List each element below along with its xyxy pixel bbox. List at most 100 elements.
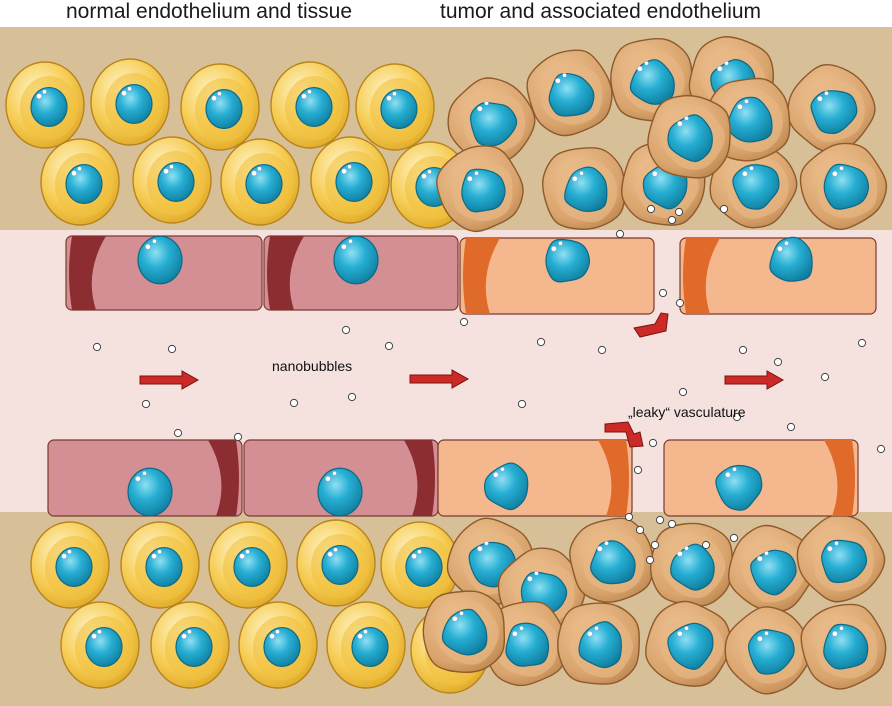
endothelial-cell: [679, 236, 877, 315]
normal-cell: [380, 521, 460, 609]
tumor-cell: [447, 77, 536, 166]
tumor-cell: [649, 522, 733, 607]
nucleolus: [466, 175, 473, 182]
normal-cell: [326, 601, 406, 689]
nucleolus: [144, 243, 151, 250]
nucleolus: [163, 168, 169, 175]
nucleolus: [534, 570, 539, 576]
endothelial-cell: [663, 439, 859, 517]
flow-arrow: [139, 370, 200, 390]
nucleolus: [451, 615, 458, 622]
nucleolus: [839, 166, 844, 171]
flow-arrow: [409, 369, 470, 389]
nucleolus: [744, 99, 749, 104]
nucleolus: [512, 630, 518, 637]
nucleolus: [427, 169, 432, 174]
nucleolus: [67, 549, 72, 555]
nucleus: [380, 88, 418, 130]
nucleolus: [474, 171, 479, 176]
nucleolus: [151, 553, 157, 560]
nucleolus: [386, 95, 392, 102]
nucleolus: [652, 170, 658, 177]
nucleus: [750, 549, 797, 596]
normal-cell: [40, 138, 120, 226]
nucleus: [233, 546, 271, 588]
nucleolus: [417, 549, 422, 555]
nucleolus: [36, 93, 42, 100]
nucleolus: [737, 103, 743, 110]
nucleolus: [307, 89, 312, 94]
nucleolus: [757, 635, 763, 642]
nucleus: [115, 83, 153, 125]
nucleus: [351, 626, 389, 668]
nucleolus: [824, 91, 829, 96]
normal-cell: [5, 61, 85, 149]
nanobubble: [658, 288, 668, 298]
nanobubble: [459, 317, 469, 327]
nucleus: [137, 235, 183, 285]
tumor-cell: [557, 602, 640, 685]
nucleolus: [157, 549, 162, 555]
nucleus: [821, 539, 868, 584]
nanobubble: [517, 399, 527, 409]
nucleus: [317, 467, 363, 517]
nucleolus: [484, 540, 489, 546]
nucleolus: [597, 545, 603, 552]
nanobubble: [732, 412, 742, 422]
nucleolus: [217, 91, 222, 96]
nucleolus: [392, 91, 397, 96]
nucleolus: [677, 120, 683, 127]
normal-cell: [270, 61, 350, 149]
nucleolus: [551, 245, 557, 252]
nucleolus: [562, 73, 567, 78]
nanobubble: [645, 555, 655, 565]
extravasation-arrow: [633, 312, 669, 338]
nucleolus: [594, 625, 599, 631]
nucleolus: [604, 540, 609, 546]
nucleolus: [348, 239, 353, 244]
nucleus: [333, 235, 379, 285]
nanobubble: [597, 345, 607, 355]
nucleolus: [817, 95, 823, 102]
diagram-canvas: [0, 27, 892, 706]
nanobubble: [141, 399, 151, 409]
leaky-vasculature-label: „leaky“ vasculature: [628, 404, 746, 420]
normal-cell: [355, 63, 435, 151]
nucleolus: [97, 629, 102, 635]
nanobubble: [719, 204, 729, 214]
nanobubble: [701, 540, 711, 550]
flow-arrow: [724, 370, 785, 390]
nucleolus: [91, 633, 97, 640]
nucleolus: [61, 553, 67, 560]
nucleolus: [832, 170, 838, 177]
tumor-cell: [800, 603, 887, 690]
endothelial-cell: [459, 237, 655, 315]
nucleolus: [251, 170, 257, 177]
nanobubble: [667, 519, 677, 529]
normal-tissue-top: [5, 58, 470, 229]
nucleolus: [275, 629, 280, 635]
nucleus: [461, 168, 506, 213]
nucleolus: [169, 164, 174, 169]
nucleus: [145, 546, 183, 588]
normal-cell: [310, 136, 390, 224]
nucleolus: [211, 95, 217, 102]
title-tumor: tumor and associated endothelium: [440, 0, 762, 23]
nucleolus: [684, 625, 689, 631]
nanobubble: [655, 515, 665, 525]
nucleus: [469, 102, 518, 147]
nucleolus: [839, 625, 844, 631]
nucleolus: [142, 470, 147, 476]
nucleolus: [127, 86, 132, 91]
nucleolus: [684, 545, 689, 551]
nucleus: [127, 467, 173, 517]
nucleus: [295, 86, 333, 128]
nanobubble: [167, 344, 177, 354]
nucleolus: [777, 245, 783, 252]
nucleolus: [732, 466, 737, 472]
nucleolus: [324, 475, 331, 482]
nucleolus: [332, 470, 337, 476]
nucleus: [823, 163, 870, 210]
nucleolus: [301, 93, 307, 100]
nucleolus: [77, 166, 82, 171]
